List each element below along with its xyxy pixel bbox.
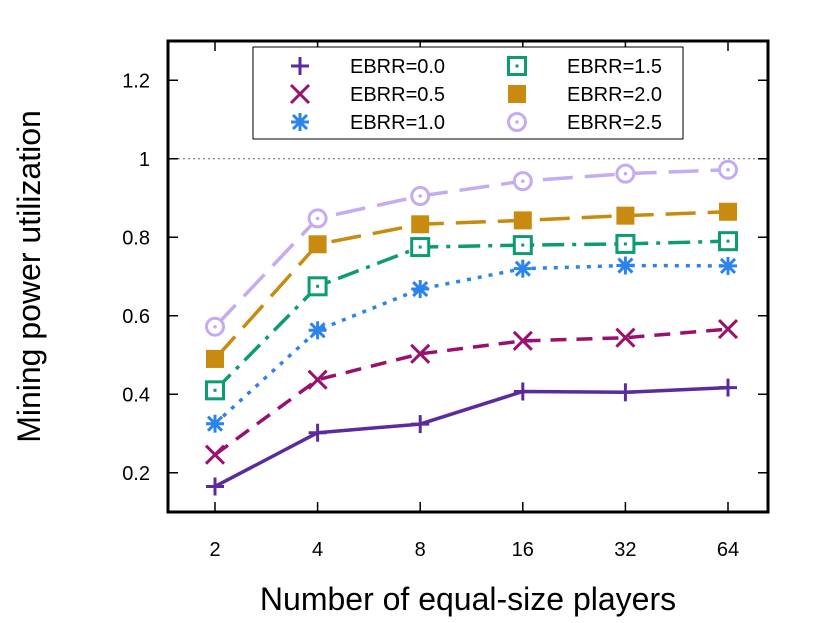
series-layer — [204, 159, 739, 496]
legend-label: EBRR=0.5 — [350, 84, 445, 106]
y-tick-label: 1 — [139, 149, 150, 171]
data-point — [514, 260, 531, 277]
data-point-dot — [521, 179, 525, 183]
data-point — [616, 206, 635, 225]
legend-marker-dot — [515, 64, 519, 68]
ticks-layer: 0.2 0.4 0.6 0.8 1 1.2 2 4 8 16 32 64 — [122, 41, 768, 561]
data-point-dot — [213, 324, 217, 329]
x-tick-label: 2 — [209, 539, 220, 561]
series-line — [213, 327, 729, 457]
y-tick-label: 0.2 — [122, 463, 150, 485]
data-point-dot — [316, 284, 320, 288]
x-tick-label: 64 — [717, 539, 739, 561]
data-point — [206, 415, 224, 432]
series-line — [213, 263, 729, 425]
data-point-dot — [521, 243, 525, 247]
series-line — [214, 385, 729, 489]
legend-marker-dot — [515, 120, 519, 124]
legend-marker — [289, 83, 311, 105]
y-tick-label: 0.6 — [122, 306, 150, 328]
series-4 — [206, 202, 737, 368]
x-tick-label: 16 — [512, 539, 534, 561]
data-point — [617, 257, 634, 274]
data-point — [410, 343, 431, 364]
y-tick-label: 1.2 — [122, 70, 150, 92]
plot-frame — [166, 39, 770, 514]
legend-label: EBRR=2.0 — [567, 84, 662, 106]
series-5 — [205, 159, 738, 337]
series-0 — [206, 378, 737, 496]
data-point-dot — [623, 242, 627, 246]
series-line — [213, 239, 729, 392]
series-2 — [206, 256, 737, 433]
data-point-dot — [418, 194, 423, 198]
x-tick-label: 4 — [312, 539, 323, 561]
series-line — [213, 167, 729, 328]
series-3 — [205, 231, 738, 401]
data-point — [206, 349, 224, 368]
data-point-dot — [418, 245, 422, 249]
data-point — [308, 235, 327, 254]
data-point-dot — [213, 388, 217, 392]
data-point — [307, 369, 328, 390]
data-point — [513, 211, 532, 230]
data-point-dot — [623, 171, 628, 176]
legend-box — [252, 46, 684, 140]
x-tick-label: 32 — [614, 539, 636, 561]
y-axis-title: Mining power utilization — [11, 110, 47, 443]
data-point — [309, 322, 326, 339]
legend-label: EBRR=1.5 — [567, 56, 662, 78]
data-point-dot — [315, 216, 320, 221]
y-tick-label: 0.8 — [122, 227, 150, 249]
data-point — [204, 444, 226, 465]
series-line — [213, 209, 729, 361]
data-point — [719, 202, 737, 221]
legend-label: EBRR=0.0 — [350, 56, 445, 78]
data-point-dot — [726, 167, 730, 172]
data-point-dot — [726, 239, 730, 243]
series-1 — [204, 319, 739, 465]
data-point — [411, 215, 430, 234]
data-point — [615, 327, 636, 348]
data-point — [717, 319, 739, 340]
legend-label: EBRR=1.0 — [350, 112, 445, 134]
data-point — [412, 280, 429, 298]
data-point — [719, 257, 737, 274]
x-axis-title: Number of equal-size players — [260, 581, 676, 617]
legend-marker — [508, 85, 526, 103]
legend-marker — [291, 113, 309, 131]
x-tick-label: 8 — [415, 539, 426, 561]
data-point — [512, 330, 533, 351]
legend-label: EBRR=2.5 — [567, 112, 662, 134]
y-tick-label: 0.4 — [122, 384, 150, 406]
